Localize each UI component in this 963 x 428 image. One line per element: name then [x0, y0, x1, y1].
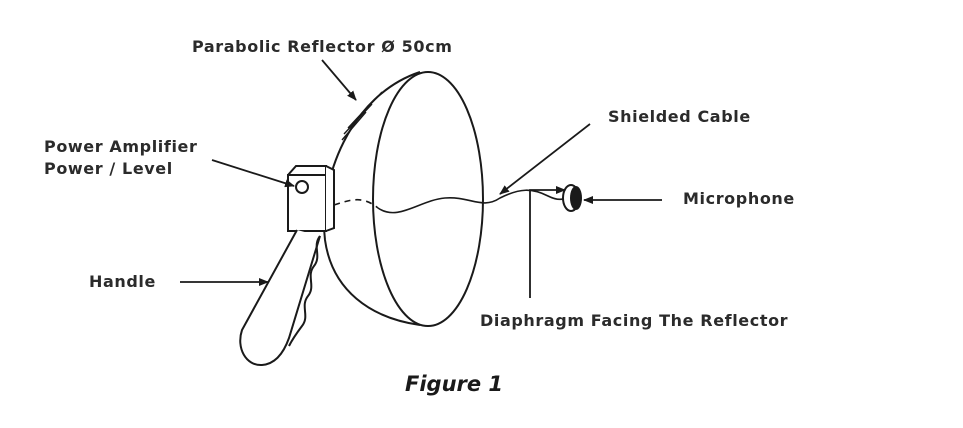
cable-hidden-segment	[334, 200, 378, 208]
reflector-arrow	[322, 60, 356, 101]
handle-label: Handle	[89, 272, 156, 291]
reflector-shine-hatch	[342, 92, 382, 140]
handle-grip	[240, 230, 320, 365]
amplifier-label-line1: Power Amplifier	[44, 137, 198, 156]
amplifier-box	[288, 166, 334, 231]
diaphragm-label: Diaphragm Facing The Reflector	[480, 311, 789, 330]
diaphragm-arrow	[530, 186, 566, 298]
microphone-diaphragm	[570, 186, 582, 210]
reflector-label: Parabolic Reflector Ø 50cm	[192, 37, 453, 56]
cable-label: Shielded Cable	[608, 107, 751, 126]
handle-finger-grooves	[289, 236, 320, 346]
figure-caption: Figure 1	[405, 372, 504, 396]
reflector-rim	[373, 72, 483, 326]
microphone-label: Microphone	[683, 189, 795, 208]
shielded-cable	[378, 190, 566, 212]
amplifier-arrow	[212, 160, 295, 188]
cable-arrow	[499, 124, 590, 194]
power-level-knob	[296, 181, 308, 193]
amplifier-label-line2: Power / Level	[44, 159, 173, 178]
